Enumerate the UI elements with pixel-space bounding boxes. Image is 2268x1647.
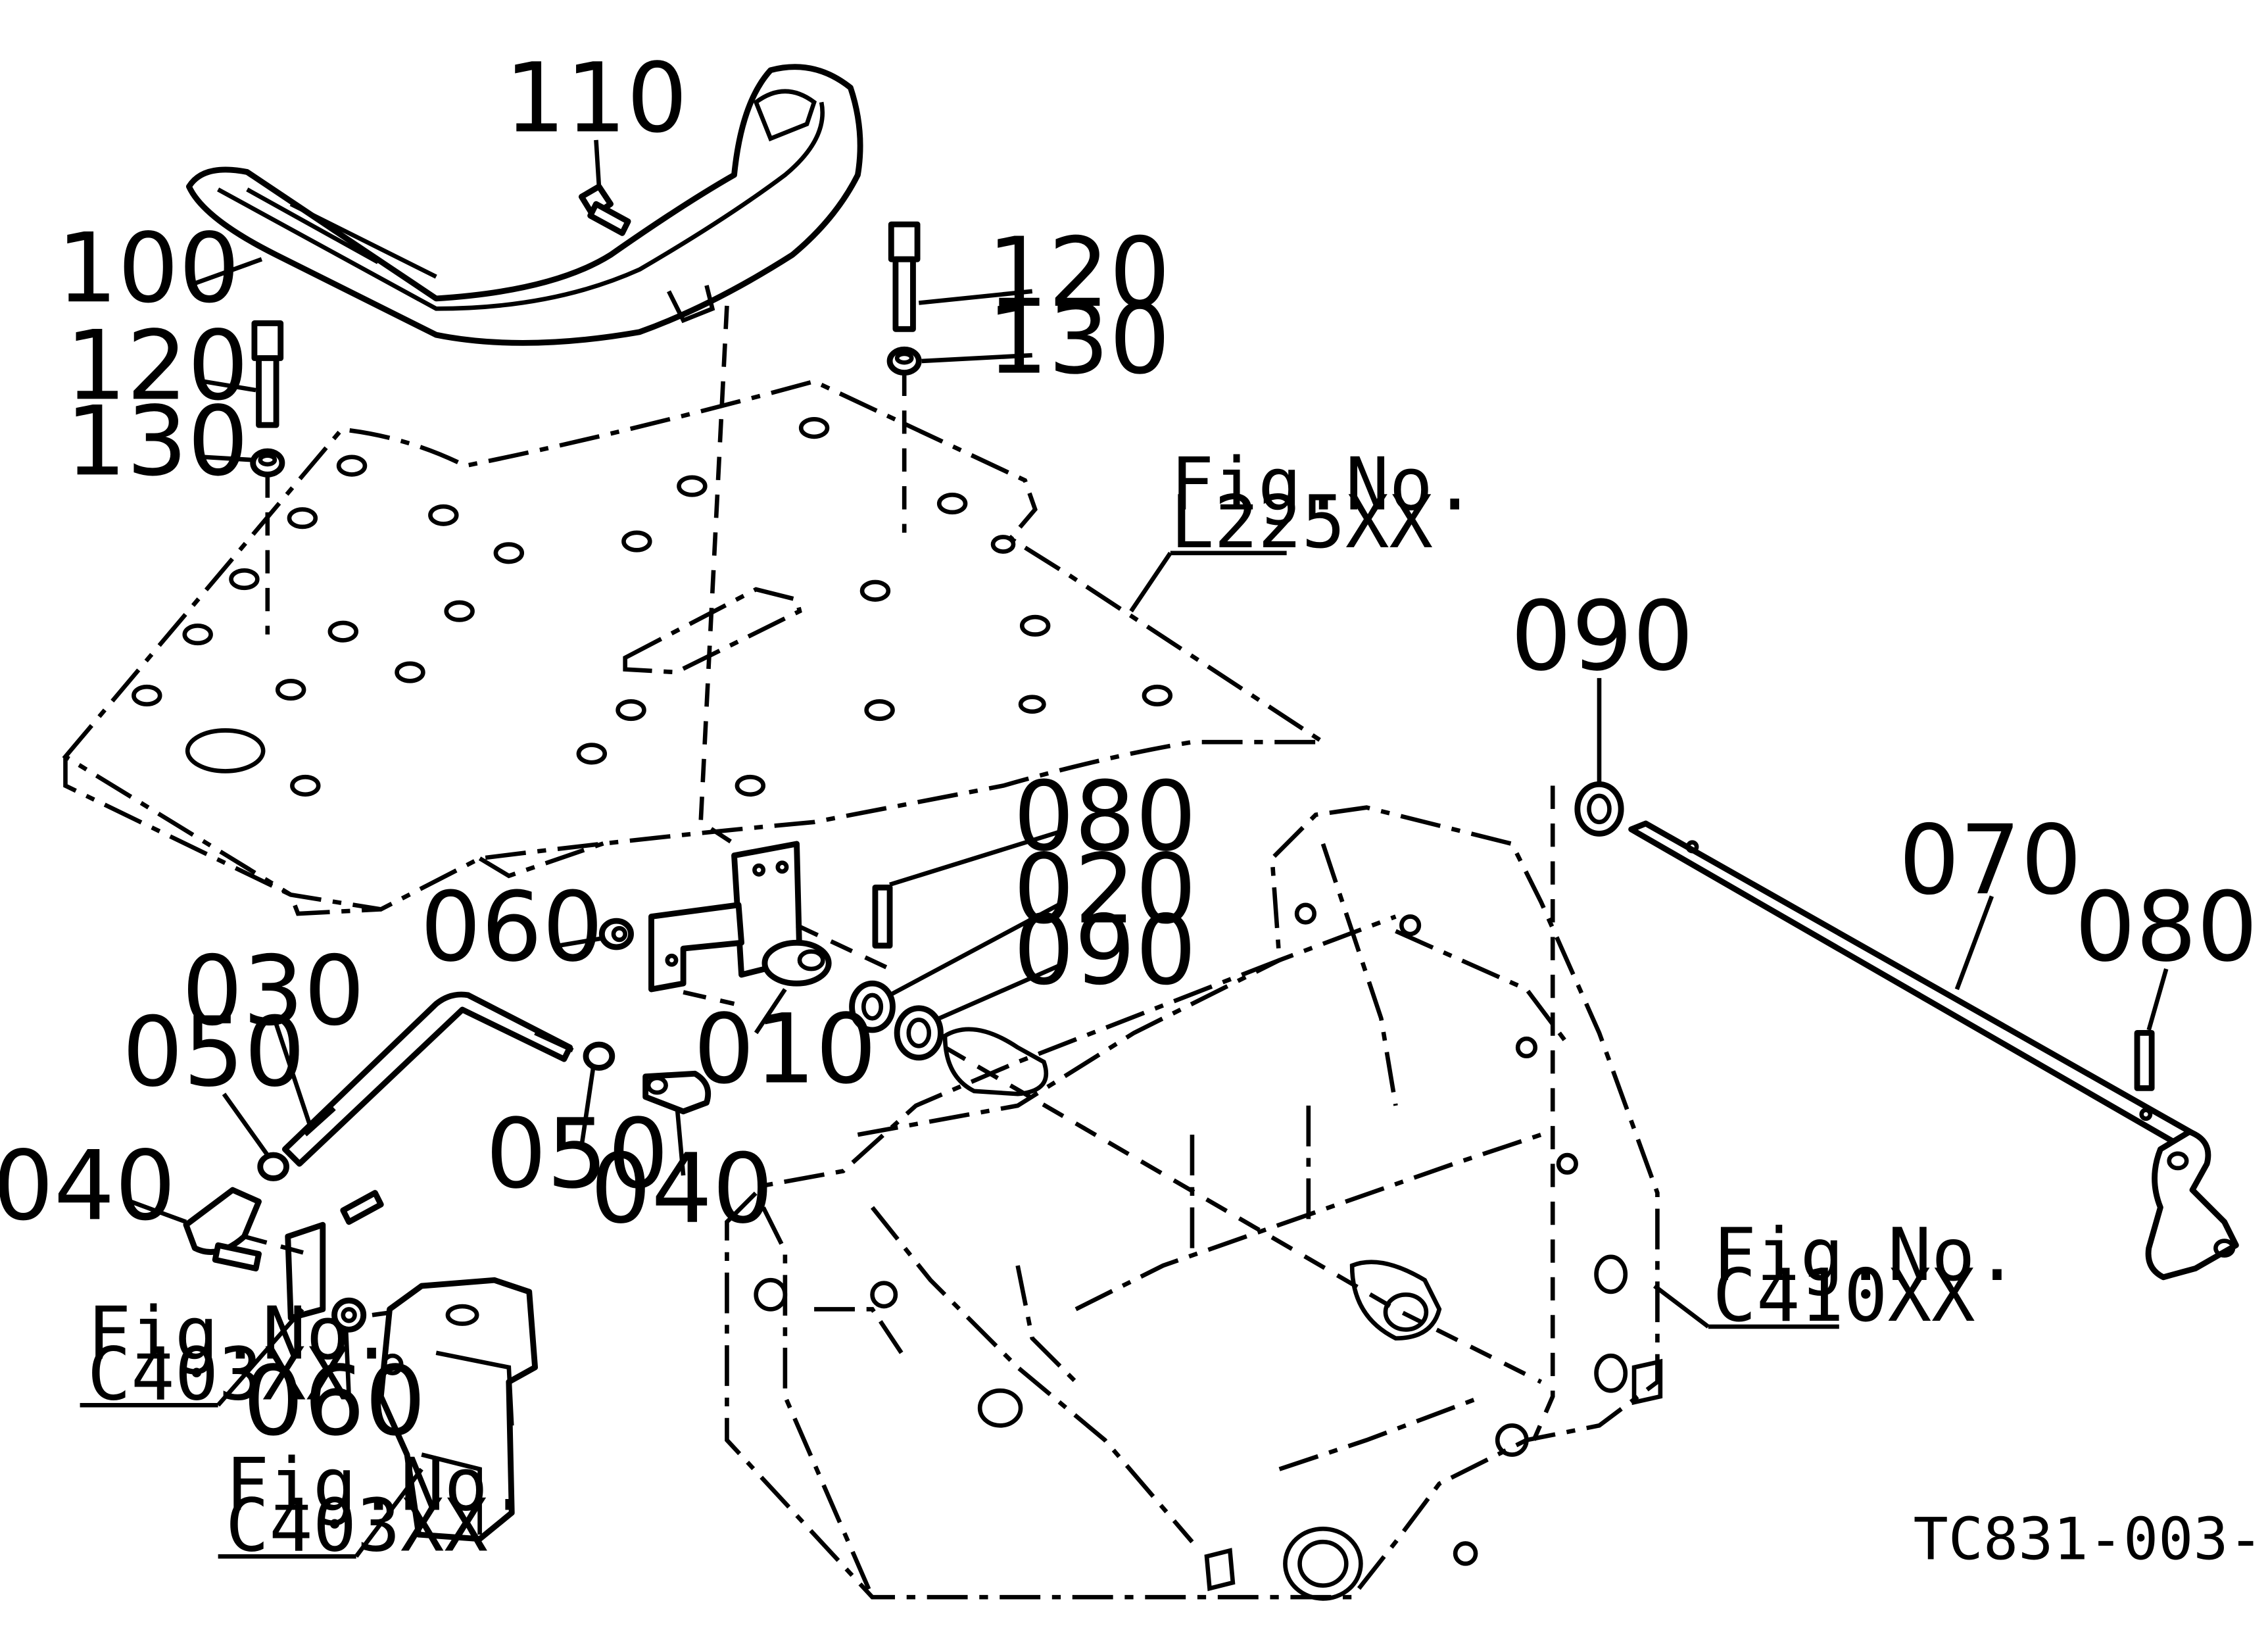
plate-bolt-holes bbox=[132, 417, 1173, 797]
pin-080-right[interactable] bbox=[2134, 1029, 2155, 1091]
label-100: 100 bbox=[57, 213, 240, 324]
bolt-120-right[interactable] bbox=[888, 221, 921, 332]
label-090-right: 090 bbox=[1510, 581, 1693, 693]
label-050-lower: 050 bbox=[122, 997, 306, 1108]
label-130-right: 130 bbox=[987, 285, 1170, 396]
label-110: 110 bbox=[504, 43, 688, 155]
floor-plate bbox=[62, 379, 1331, 916]
bolt-small[interactable] bbox=[340, 1190, 384, 1225]
figref-c410-code: C410XX bbox=[1712, 1254, 1975, 1339]
label-060-upper: 060 bbox=[420, 872, 604, 983]
figref-c403-lower-title: Fig.No. bbox=[226, 1443, 532, 1528]
figref-l225-code: L225XX bbox=[1170, 480, 1433, 565]
nut-050-lower[interactable] bbox=[257, 1152, 289, 1181]
figref-c403-upper-title: Fig.No. bbox=[87, 1292, 394, 1377]
nut-050-upper[interactable] bbox=[583, 1041, 615, 1071]
nut-130-left[interactable] bbox=[250, 448, 285, 478]
bracket-010[interactable] bbox=[648, 841, 832, 993]
label-080-left: 080 bbox=[1013, 762, 1197, 873]
seal-090-left[interactable] bbox=[894, 1005, 944, 1061]
nut-130-right[interactable] bbox=[886, 346, 922, 376]
clamp-c403[interactable] bbox=[285, 1221, 326, 1321]
shaft-070[interactable] bbox=[1628, 820, 2239, 1281]
label-080-right: 080 bbox=[2075, 872, 2258, 983]
label-060-lower: 060 bbox=[243, 1346, 426, 1458]
label-040-upper: 040 bbox=[591, 1134, 774, 1245]
pin-080-left[interactable] bbox=[872, 884, 893, 949]
label-040-lower: 040 bbox=[0, 1131, 176, 1242]
label-070: 070 bbox=[1898, 805, 2082, 916]
pedal-100[interactable] bbox=[185, 64, 863, 346]
label-050-upper: 050 bbox=[485, 1099, 669, 1210]
figref-c410-title: Fig.No. bbox=[1712, 1213, 2019, 1298]
joint-040-upper[interactable] bbox=[642, 1070, 712, 1115]
nut-060-upper[interactable] bbox=[598, 918, 634, 950]
leader-lines bbox=[80, 139, 2169, 1559]
seal-090-right[interactable] bbox=[1574, 781, 1624, 837]
label-020: 020 bbox=[1013, 834, 1197, 945]
nut-060-lower[interactable] bbox=[331, 1297, 367, 1333]
washer-020[interactable] bbox=[849, 980, 896, 1033]
figref-l225-title: Fig.No. bbox=[1170, 442, 1477, 527]
joint-040-lower[interactable] bbox=[183, 1187, 262, 1271]
figref-c403-lower-code: C403XX bbox=[226, 1483, 488, 1568]
label-120-left: 120 bbox=[66, 310, 249, 422]
label-010: 010 bbox=[694, 995, 877, 1106]
label-090-left: 090 bbox=[1013, 895, 1197, 1006]
label-030: 030 bbox=[181, 936, 365, 1047]
figref-c403-upper-code: C403XX bbox=[87, 1333, 350, 1417]
drawing-code: TC831-003-10 bbox=[1914, 1506, 2268, 1573]
label-120-right: 120 bbox=[987, 218, 1170, 329]
label-130-left: 130 bbox=[66, 386, 249, 497]
bolt-120-left[interactable] bbox=[251, 320, 284, 428]
transmission-housing bbox=[725, 805, 1663, 1601]
rod-030[interactable] bbox=[281, 991, 574, 1167]
bolt-110[interactable] bbox=[578, 184, 631, 236]
